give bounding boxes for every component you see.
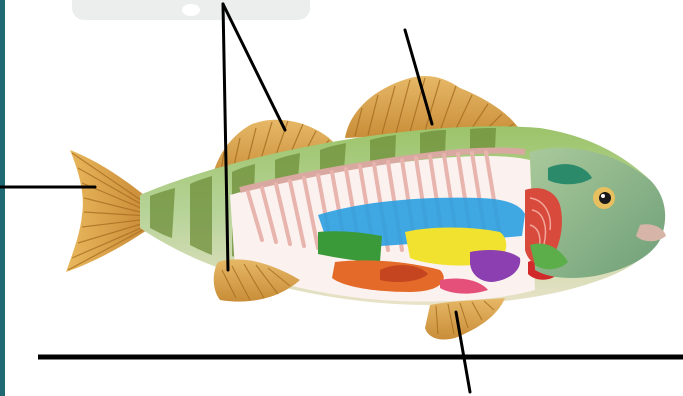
tail-fin (66, 150, 150, 272)
anal-fin (425, 298, 505, 340)
leader-line-dorsal-left (223, 4, 285, 130)
